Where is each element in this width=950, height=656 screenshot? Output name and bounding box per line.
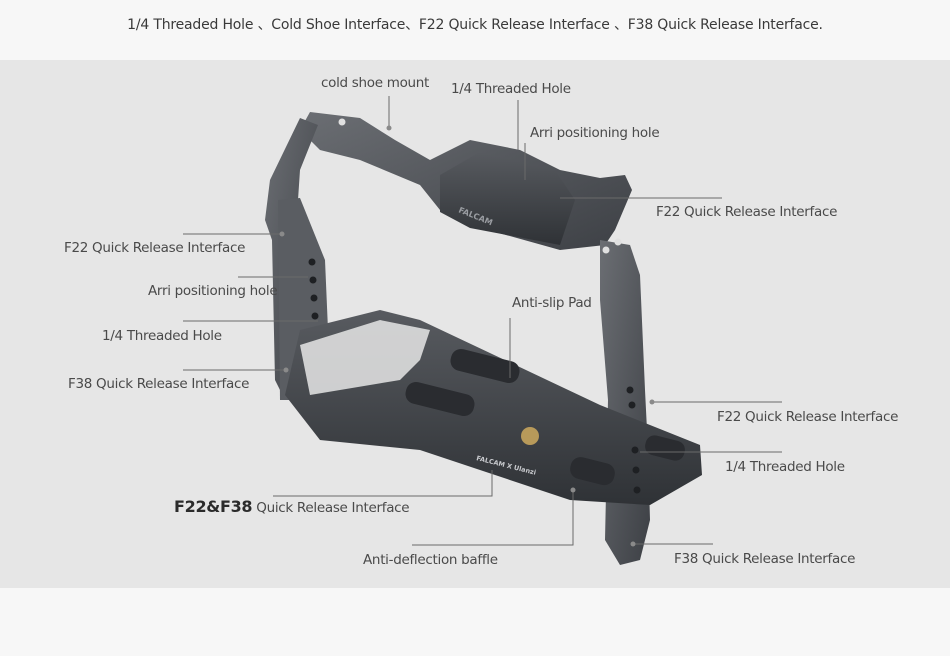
callout-left-arri-hole: Arri positioning hole	[148, 283, 278, 299]
callout-left-f22: F22 Quick Release Interface	[64, 240, 246, 256]
leader-dot	[283, 367, 289, 373]
callout-combo-rest: Quick Release Interface	[256, 500, 410, 516]
threaded-hole	[309, 276, 317, 284]
leader-dot	[630, 541, 636, 547]
leader-dot	[649, 399, 655, 405]
threaded-hole	[633, 486, 641, 494]
callout-combo-bold: F22&F38	[174, 497, 253, 516]
threaded-hole	[628, 401, 636, 409]
mounting-screw	[521, 427, 539, 445]
threaded-hole	[310, 294, 318, 302]
anti-slip-pads	[405, 348, 685, 486]
leader-line	[273, 470, 493, 497]
frame-screw	[614, 238, 622, 246]
leader-line	[412, 490, 574, 546]
callout-top-threaded-hole: 1/4 Threaded Hole	[451, 81, 571, 97]
anti-slip-pad	[570, 457, 615, 486]
frame-screws	[338, 118, 622, 254]
frame-screw	[602, 246, 610, 254]
base-plate-cutout	[300, 320, 430, 395]
callout-anti-slip-pad: Anti-slip Pad	[512, 295, 592, 311]
callout-right-threaded-hole: 1/4 Threaded Hole	[725, 459, 845, 475]
threaded-hole	[632, 466, 640, 474]
callout-f22-f38-combo: F22&F38 Quick Release Interface	[174, 497, 410, 516]
callout-left-f38: F38 Quick Release Interface	[68, 376, 250, 392]
leader-dot	[386, 125, 392, 131]
callout-left-threaded-hole: 1/4 Threaded Hole	[102, 328, 222, 344]
anti-slip-pad	[645, 435, 685, 461]
cage-right-frame	[600, 240, 650, 565]
callout-bottom-right-f38: F38 Quick Release Interface	[674, 551, 856, 567]
leader-dot	[570, 487, 576, 493]
threaded-hole	[311, 312, 319, 320]
threaded-hole	[631, 446, 639, 454]
top-quick-release-plate	[440, 152, 575, 245]
anti-slip-pad	[450, 348, 520, 384]
leader-dot	[279, 231, 285, 237]
callout-cold-shoe-mount: cold shoe mount	[321, 75, 430, 91]
callout-anti-deflection-baffle: Anti-deflection baffle	[363, 552, 498, 568]
threaded-hole	[626, 386, 634, 394]
callout-top-right-f22: F22 Quick Release Interface	[656, 204, 838, 220]
callout-top-arri-hole: Arri positioning hole	[530, 125, 660, 141]
callout-right-f22: F22 Quick Release Interface	[717, 409, 899, 425]
headline: 1/4 Threaded Hole 、Cold Shoe Interface、F…	[127, 17, 823, 33]
leader-lines	[183, 96, 782, 546]
anti-slip-pad	[405, 381, 475, 417]
threaded-holes	[308, 258, 641, 494]
frame-screw	[338, 118, 346, 126]
leader-dots	[279, 125, 655, 547]
threaded-hole	[308, 258, 316, 266]
